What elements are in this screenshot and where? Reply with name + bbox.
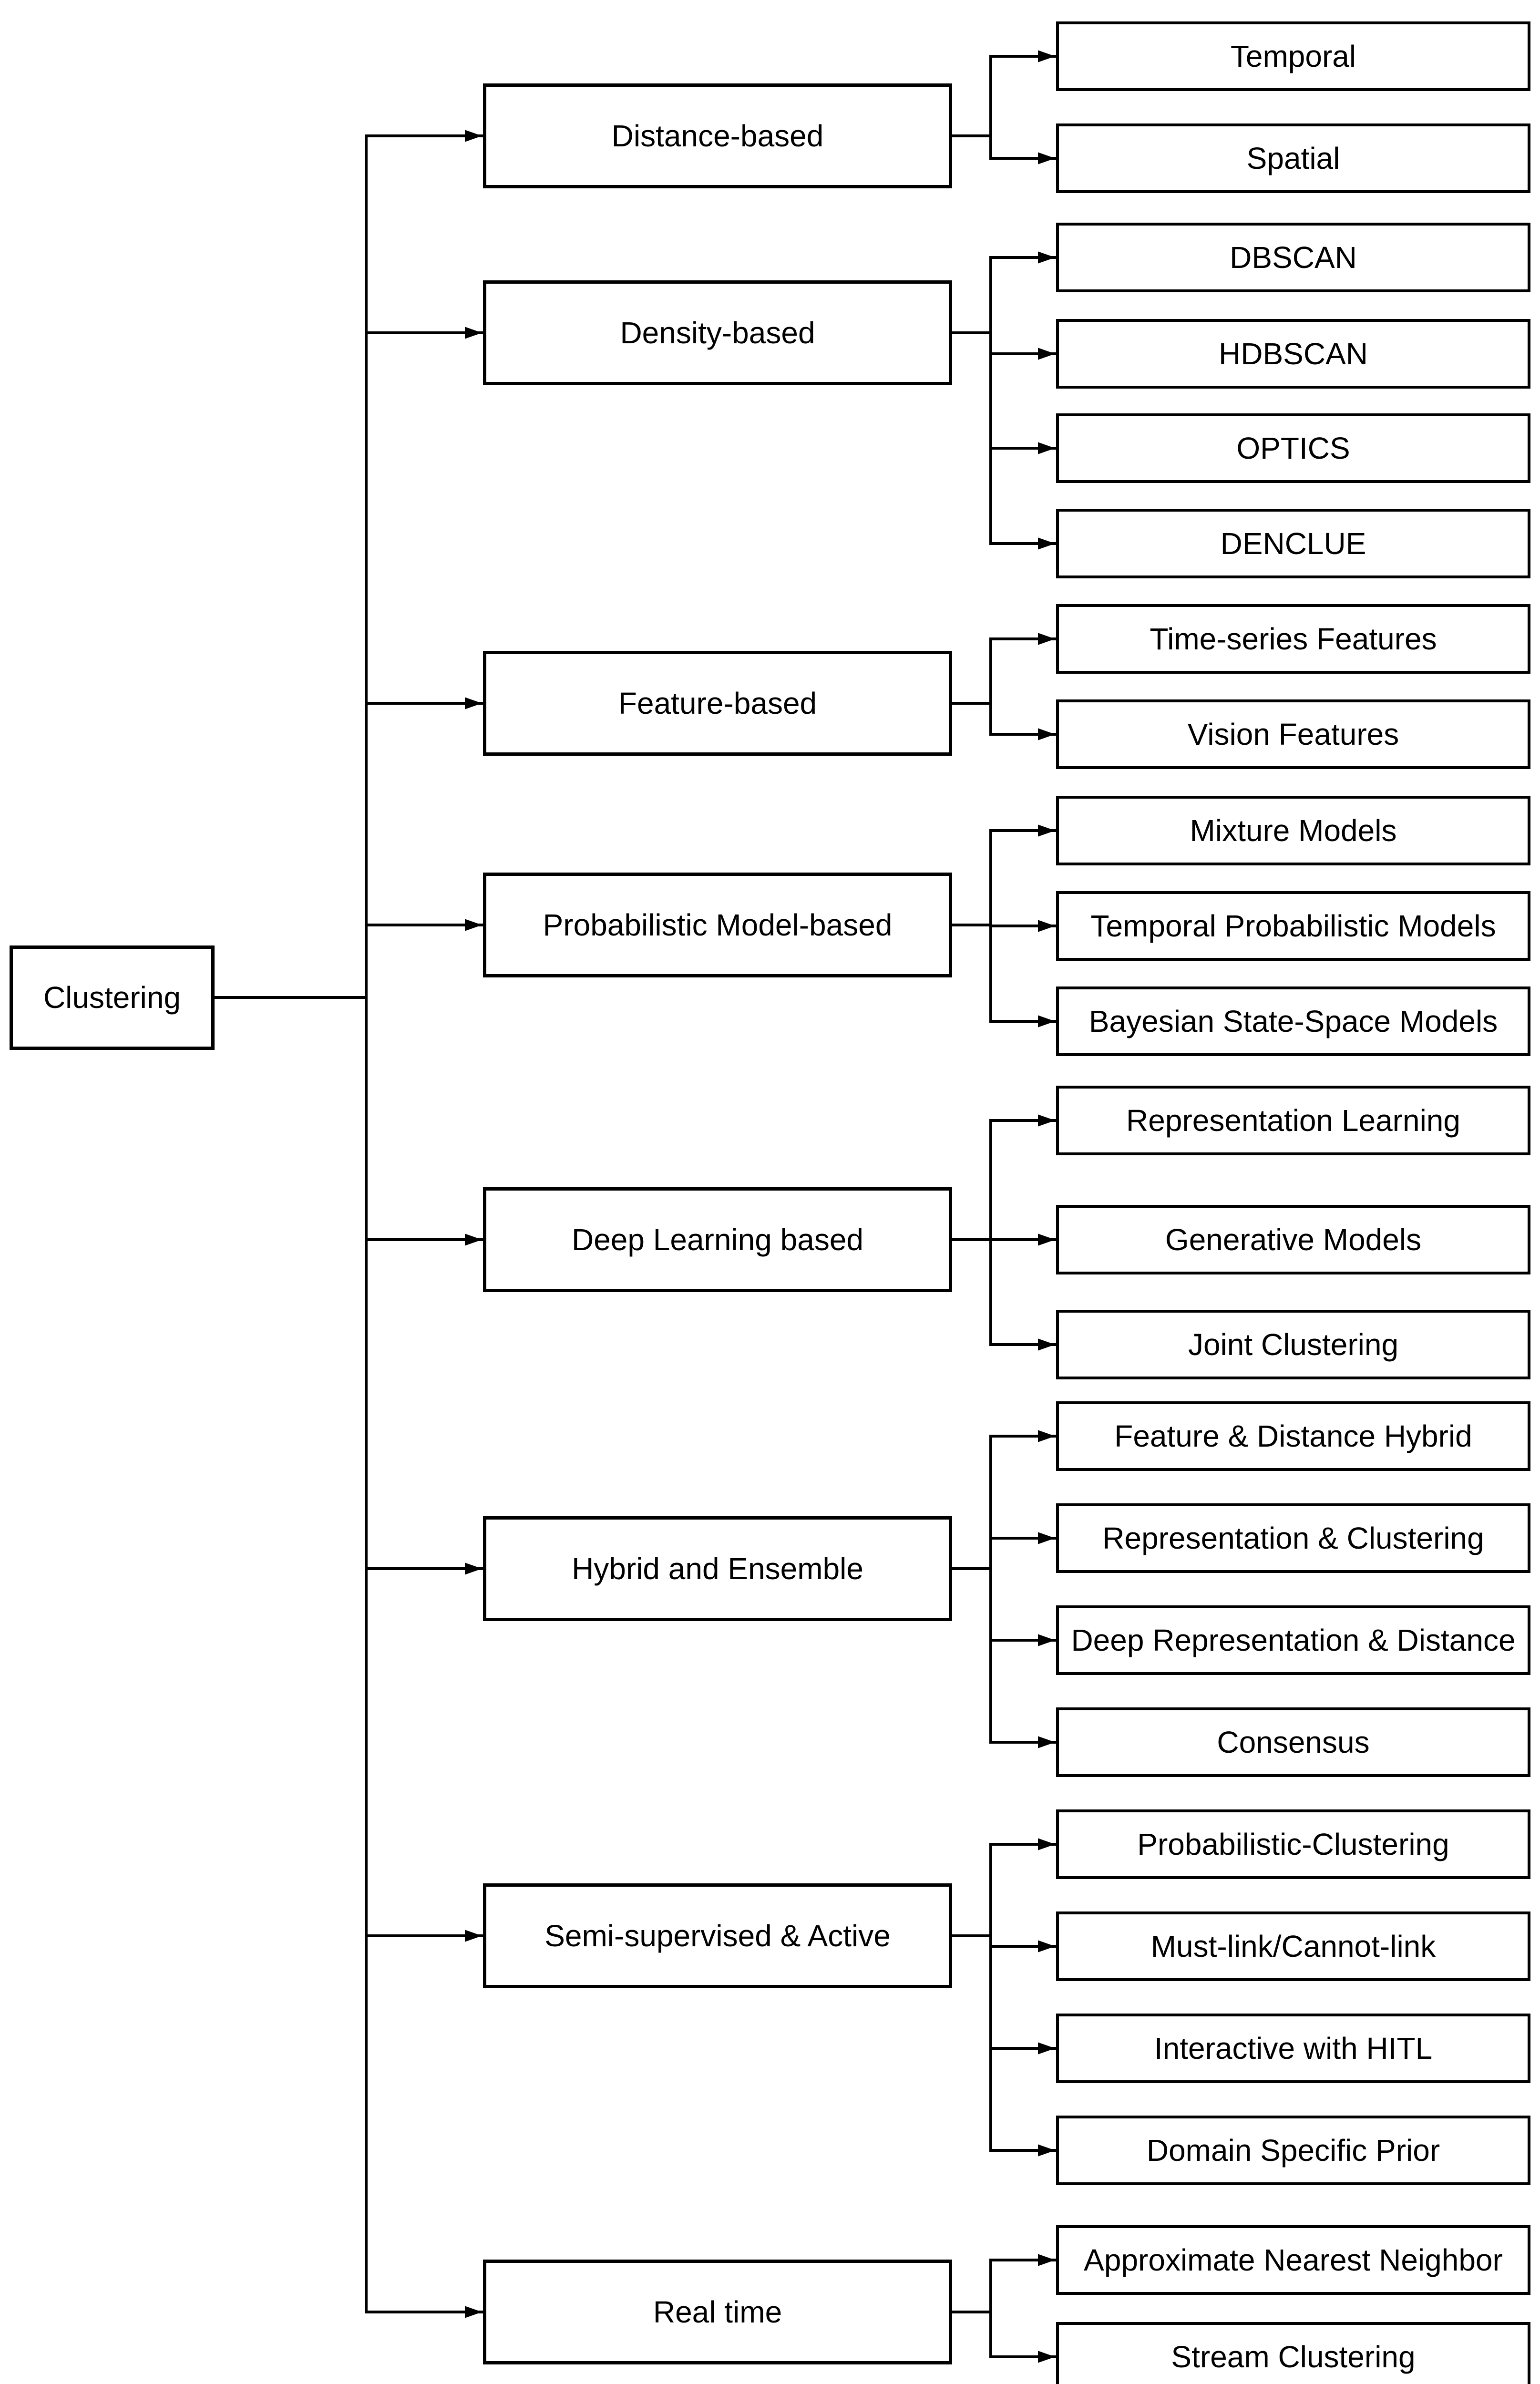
leaf-box-bayesian-state-space-models: Bayesian State-Space Models: [1056, 986, 1530, 1056]
leaf-box-interactive-with-hitl: Interactive with HITL: [1056, 2014, 1530, 2083]
leaf-box-deep-representation-distance: Deep Representation & Distance: [1056, 1605, 1530, 1675]
branch-arrows: [365, 130, 483, 2318]
leaf-box-domain-specific-prior: Domain Specific Prior: [1056, 2116, 1530, 2185]
leaf-box-spatial: Spatial: [1056, 123, 1530, 193]
leaf-box-representation-clustering: Representation & Clustering: [1056, 1503, 1530, 1573]
leaf-box-joint-clustering: Joint Clustering: [1056, 1310, 1530, 1379]
leaf-box-mixture-models: Mixture Models: [1056, 796, 1530, 865]
branch-box-deep-learning-based: Deep Learning based: [483, 1187, 952, 1292]
branch-box-probabilistic-model-based: Probabilistic Model-based: [483, 873, 952, 977]
branch-box-distance-based: Distance-based: [483, 83, 952, 188]
leaf-box-temporal: Temporal: [1056, 21, 1530, 91]
leaf-box-stream-clustering: Stream Clustering: [1056, 2322, 1530, 2384]
child-arrows: [989, 50, 1057, 2363]
leaf-box-temporal-probabilistic-models: Temporal Probabilistic Models: [1056, 891, 1530, 961]
leaf-box-probabilistic-clustering: Probabilistic-Clustering: [1056, 1809, 1530, 1879]
leaf-box-generative-models: Generative Models: [1056, 1205, 1530, 1274]
leaf-box-must-link-cannot-link: Must-link/Cannot-link: [1056, 1911, 1530, 1981]
branch-box-semi-supervised-active: Semi-supervised & Active: [483, 1883, 952, 1988]
leaf-box-optics: OPTICS: [1056, 413, 1530, 483]
branch-box-feature-based: Feature-based: [483, 651, 952, 756]
leaf-box-representation-learning: Representation Learning: [1056, 1086, 1530, 1155]
leaf-box-time-series-features: Time-series Features: [1056, 604, 1530, 674]
branch-exit-lines: [951, 134, 992, 2313]
leaf-box-dbscan: DBSCAN: [1056, 223, 1530, 292]
leaf-box-vision-features: Vision Features: [1056, 699, 1530, 769]
leaf-box-consensus: Consensus: [1056, 1707, 1530, 1777]
leaf-box-hdbscan: HDBSCAN: [1056, 319, 1530, 389]
leaf-box-denclue: DENCLUE: [1056, 509, 1530, 578]
branch-box-hybrid-and-ensemble: Hybrid and Ensemble: [483, 1516, 952, 1621]
root-box-clustering: Clustering: [10, 945, 215, 1050]
leaf-box-approximate-nearest-neighbor: Approximate Nearest Neighbor: [1056, 2225, 1530, 2295]
leaf-box-feature-distance-hybrid: Feature & Distance Hybrid: [1056, 1401, 1530, 1471]
branch-box-density-based: Density-based: [483, 280, 952, 385]
branch-box-real-time: Real time: [483, 2260, 952, 2364]
